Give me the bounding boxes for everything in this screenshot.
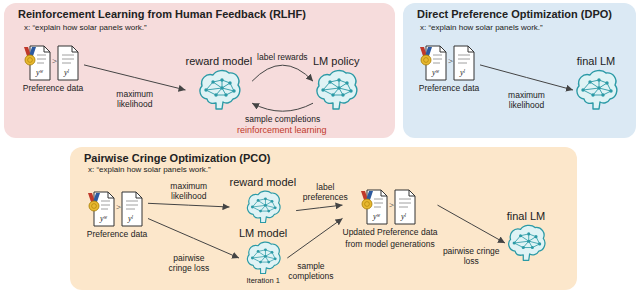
data-caption: Preference data: [23, 83, 83, 94]
edge-label: label preferences: [296, 182, 354, 202]
model-name: final LM: [577, 55, 616, 68]
preference-documents-shape: [420, 46, 474, 80]
panel-heading: Direct Preference Optimization (DPO): [417, 8, 612, 21]
symbol-label: yʷ: [432, 68, 439, 77]
preference-data: yʷ > yˡUpdated Preference datafrom model g…: [343, 188, 438, 250]
panel-heading: Reinforcement Learning from Human Feedba…: [18, 8, 306, 21]
data-caption: from model generations: [345, 239, 434, 250]
model-node: reward model: [186, 55, 253, 112]
network-brain-icon-shape: [577, 71, 617, 109]
edge-label: sample completions: [280, 261, 342, 281]
preference-data: yʷ > yˡPreference data: [22, 44, 84, 94]
edge-label: maximum likelihood: [104, 89, 166, 109]
flow-arrow: [438, 205, 506, 243]
edge-label: maximum likelihood: [158, 181, 220, 201]
network-brain-icon-shape: [248, 242, 281, 273]
symbol-label: yˡ: [401, 212, 406, 221]
edge-label: pairwise cringe loss: [160, 253, 218, 273]
model-name: reward model: [230, 176, 297, 189]
flow-arrow: [296, 205, 342, 211]
network-brain-icon: [573, 68, 619, 112]
network-brain-icon-shape: [200, 71, 240, 109]
model-node: LM policy: [313, 55, 359, 112]
model-name: final LM: [507, 210, 546, 223]
flow-arrow: [84, 65, 186, 90]
data-caption: Preference data: [87, 229, 147, 240]
symbol-label: yʷ: [100, 214, 107, 223]
document-icons: yʷ > yˡ: [418, 44, 480, 82]
network-brain-icon-shape: [509, 225, 545, 260]
network-brain-icon: [244, 240, 282, 276]
symbol-label: >: [448, 57, 453, 66]
document-icons: yʷ > yˡ: [359, 188, 421, 226]
flow-arrow: [480, 65, 573, 90]
preference-data: yʷ > yˡPreference data: [418, 44, 480, 94]
model-name: LM model: [239, 227, 287, 240]
model-name: LM policy: [313, 55, 359, 68]
edge-label: maximum likelihood: [496, 90, 558, 110]
symbol-label: >: [116, 203, 121, 212]
prompt-text: x: “explain how solar panels work.”: [88, 165, 211, 174]
model-node: reward model: [230, 176, 297, 225]
iteration-note: Iteration 1: [246, 276, 279, 285]
symbol-label: yˡ: [64, 68, 69, 77]
prompt-text: x: “explain how solar panels work.”: [24, 23, 147, 32]
method-note: reinforcement learning: [237, 125, 327, 135]
model-name: reward model: [186, 55, 253, 68]
model-node: final LM: [505, 210, 547, 263]
network-brain-icon: [244, 189, 282, 225]
flow-arrow: [148, 203, 230, 207]
flow-arrow: [148, 219, 239, 259]
network-brain-icon: [196, 68, 242, 112]
flow-arrow: [287, 218, 342, 258]
preference-documents-shape: [24, 46, 78, 80]
flow-arrow: [252, 65, 313, 81]
document-icons: yʷ > yˡ: [22, 44, 84, 82]
symbol-label: yˡ: [460, 68, 465, 77]
document-icons: yʷ > yˡ: [86, 190, 148, 228]
symbol-label: >: [389, 201, 394, 210]
preference-documents-shape: [361, 190, 415, 224]
edge-label: pairwise cringe loss: [440, 246, 502, 266]
data-caption: Updated Preference data: [343, 227, 438, 238]
data-caption: Preference data: [419, 83, 479, 94]
panel-heading: Pairwise Cringe Optimization (PCO): [84, 152, 270, 165]
symbol-label: yʷ: [373, 212, 380, 221]
preference-documents-shape: [88, 192, 142, 226]
network-brain-icon: [313, 68, 359, 112]
network-brain-icon: [505, 223, 547, 263]
edge-label: label rewards: [256, 52, 309, 62]
network-brain-icon-shape: [317, 71, 357, 109]
symbol-label: yʷ: [36, 68, 43, 77]
flow-arrow: [252, 103, 313, 111]
network-brain-icon-shape: [247, 191, 280, 222]
preference-data: yʷ > yˡPreference data: [86, 190, 148, 240]
edge-label: sample completions: [244, 114, 321, 124]
prompt-text: x: “explain how solar panels work.”: [420, 23, 543, 32]
symbol-label: yˡ: [128, 214, 133, 223]
model-node: final LM: [573, 55, 619, 112]
symbol-label: >: [52, 57, 57, 66]
